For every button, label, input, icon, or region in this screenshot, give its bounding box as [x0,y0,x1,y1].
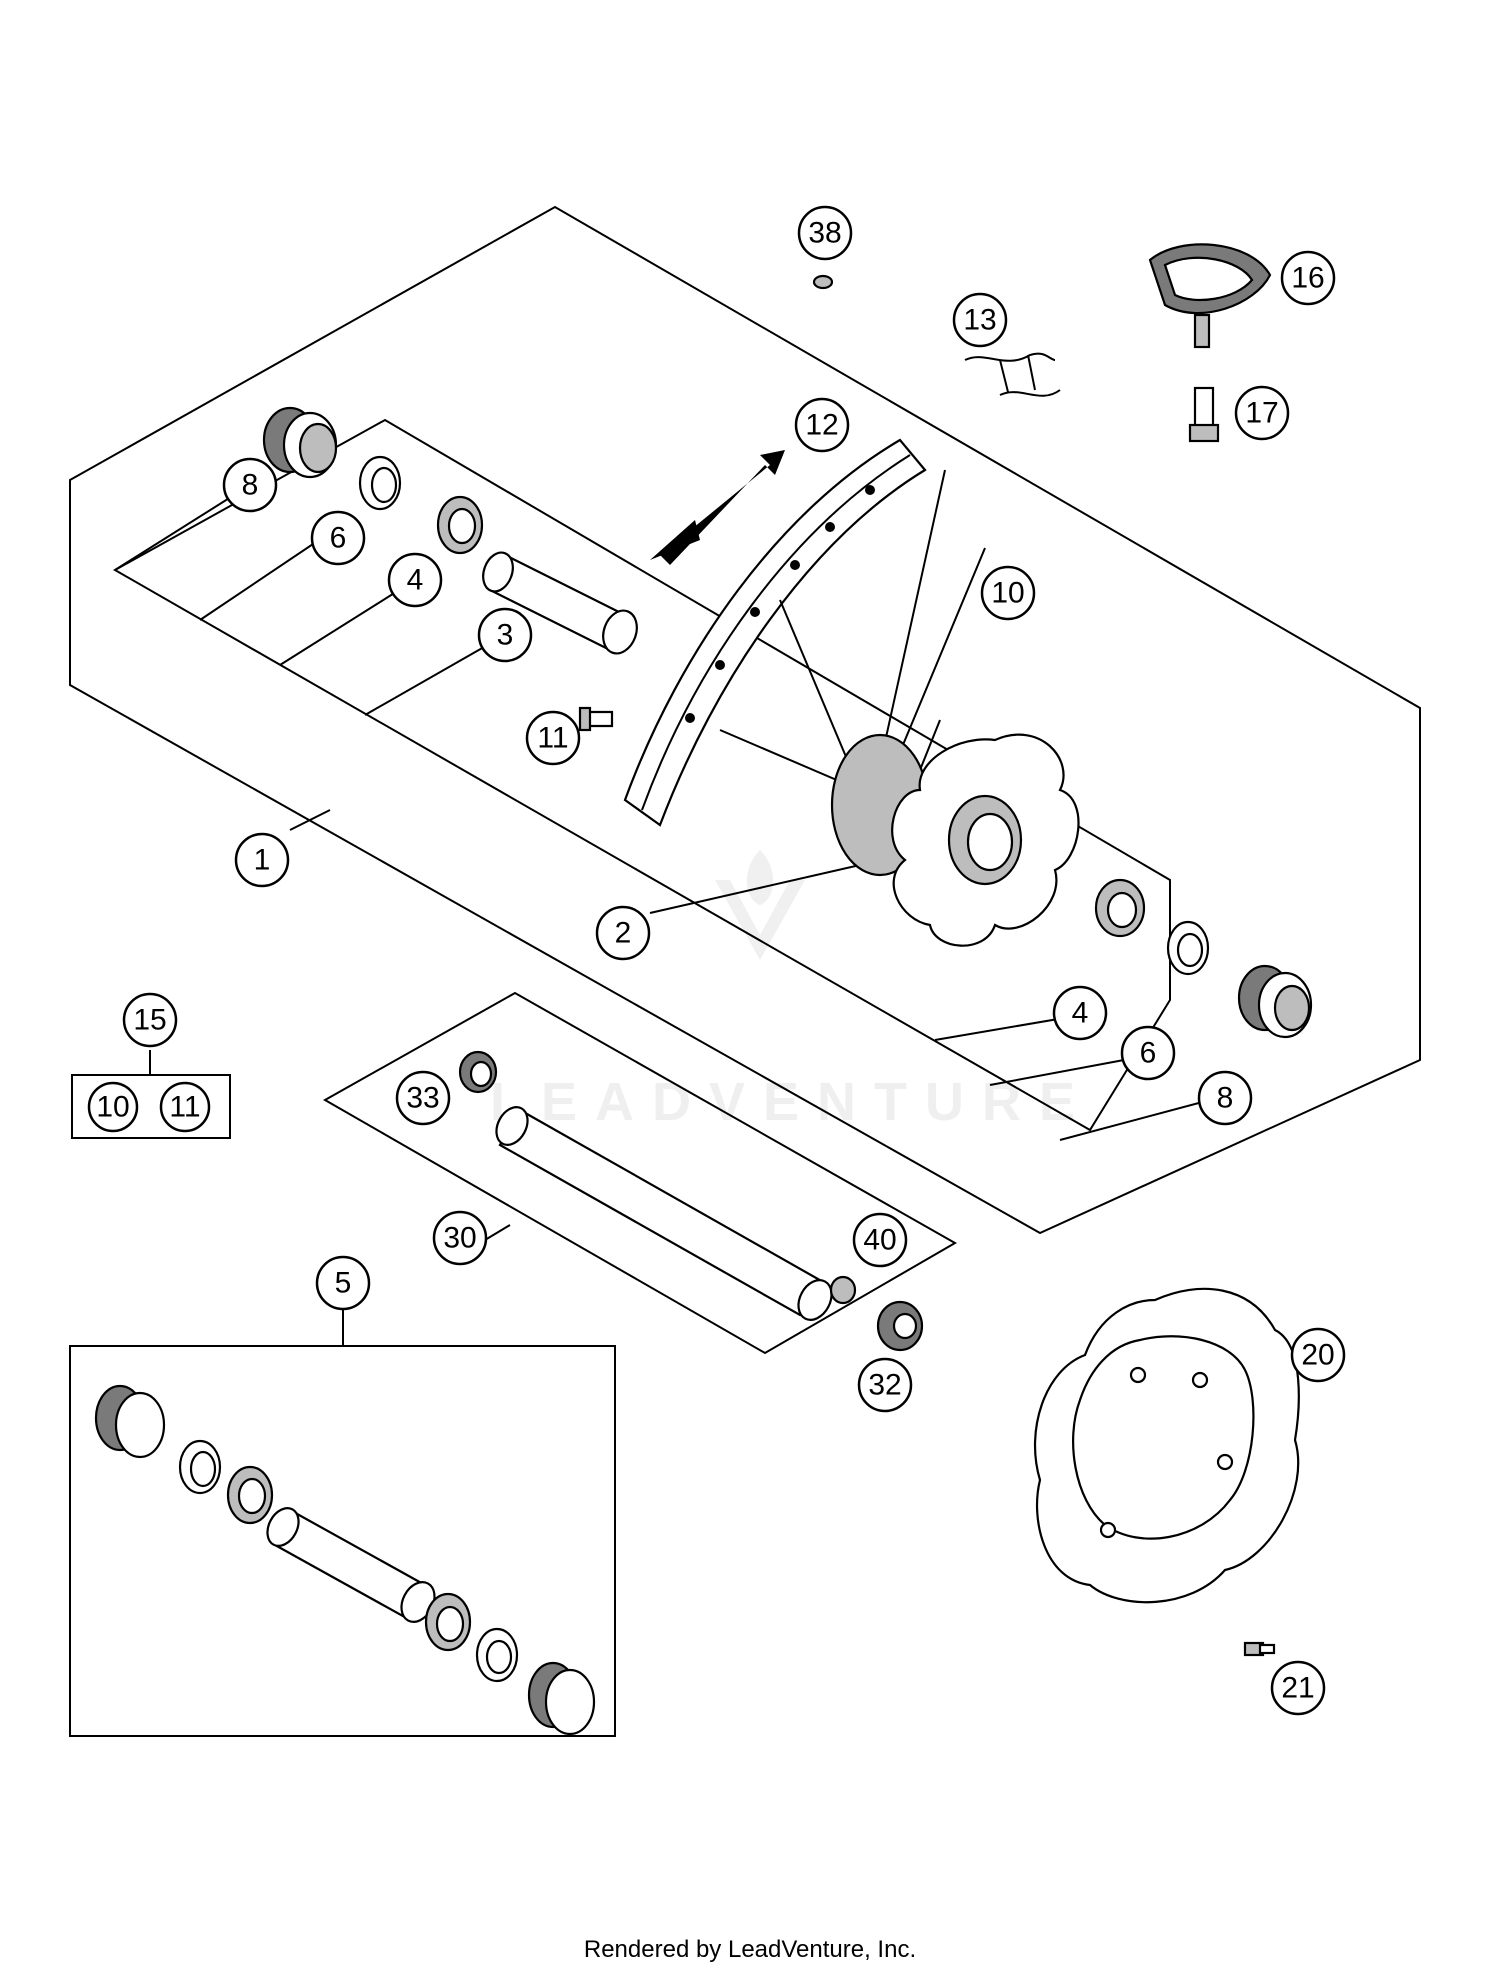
bearing-top-icon [436,495,484,555]
callout-38: 38 [797,205,853,261]
axle-nut-icon [876,1300,924,1352]
dust-seal-top-icon [262,406,338,479]
svg-text:21: 21 [1281,1672,1314,1705]
axle-nut-small-icon [829,1275,857,1305]
assembly-box-wheel [69,205,1421,1235]
svg-text:10: 10 [96,1091,129,1124]
rim-lock-icon [1148,243,1272,349]
hub-icon [830,733,1080,947]
callout-10-spokes: 10 [980,565,1036,621]
brake-disc-icon [1033,1287,1300,1604]
watermark-text: LEADVENTURE [490,1072,1093,1132]
rim-icon [623,438,927,827]
callout-4-right: 4 [1052,985,1108,1041]
svg-text:4: 4 [407,564,424,597]
axle-collar-icon [458,1050,498,1094]
svg-text:40: 40 [863,1224,896,1257]
callout-33: 33 [395,1070,451,1126]
bearing-kit-icon [94,1384,596,1736]
callout-8-right: 8 [1197,1070,1253,1126]
svg-text:5: 5 [335,1267,352,1300]
callout-2: 2 [595,905,651,961]
callout-12: 12 [794,397,850,453]
callout-21: 21 [1270,1660,1326,1716]
axle-icon [495,1106,833,1321]
svg-text:1: 1 [254,844,271,877]
rim-tape-icon [964,352,1061,397]
svg-text:15: 15 [133,1004,166,1037]
rim-lock-nut-icon [1188,386,1220,443]
callout-16: 16 [1280,250,1336,306]
assembly-box-axle [322,991,958,1355]
svg-text:6: 6 [330,522,347,555]
callout-4-top: 4 [387,552,443,608]
plug-icon [812,274,834,290]
spacer-tube-icon [482,551,638,655]
svg-text:16: 16 [1291,262,1324,295]
callout-6-top: 6 [310,510,366,566]
callout-13: 13 [952,292,1008,348]
svg-text:4: 4 [1072,997,1089,1030]
callout-11-nipple: 11 [525,710,581,766]
svg-text:32: 32 [868,1369,901,1402]
callout-1: 1 [234,832,290,888]
spoke-nipple-icon [578,706,614,732]
callout-11-kit: 11 [159,1081,211,1133]
callout-5: 5 [315,1255,371,1311]
callout-6-right: 6 [1120,1025,1176,1081]
svg-text:6: 6 [1140,1037,1157,1070]
callout-3: 3 [477,607,533,663]
callout-10-kit: 10 [87,1081,139,1133]
svg-text:17: 17 [1245,397,1278,430]
spacer-ring-right-icon [1166,920,1210,976]
svg-text:8: 8 [242,469,259,502]
callout-40: 40 [852,1212,908,1268]
spacer-ring-top-icon [358,455,402,511]
svg-text:2: 2 [615,917,632,950]
callout-30: 30 [432,1210,488,1266]
callout-20: 20 [1290,1327,1346,1383]
watermark: LEADVENTURE [490,850,1093,1132]
svg-text:3: 3 [497,619,514,652]
svg-text:30: 30 [443,1222,476,1255]
callout-17: 17 [1234,385,1290,441]
callout-8-top: 8 [222,457,278,513]
bearing-right-icon [1094,878,1146,938]
svg-text:20: 20 [1301,1339,1334,1372]
footer-credit: Rendered by LeadVenture, Inc. [583,1936,917,1963]
svg-text:13: 13 [963,304,996,337]
svg-text:38: 38 [808,217,841,250]
svg-text:11: 11 [169,1091,200,1124]
svg-text:8: 8 [1217,1082,1234,1115]
callout-32: 32 [857,1357,913,1413]
disc-bolt-icon [1243,1641,1276,1657]
svg-text:12: 12 [805,409,838,442]
callout-15: 15 [122,992,178,1048]
svg-text:33: 33 [406,1082,439,1115]
svg-text:11: 11 [537,722,568,755]
svg-text:10: 10 [991,577,1024,610]
dust-seal-right-icon [1237,964,1313,1039]
